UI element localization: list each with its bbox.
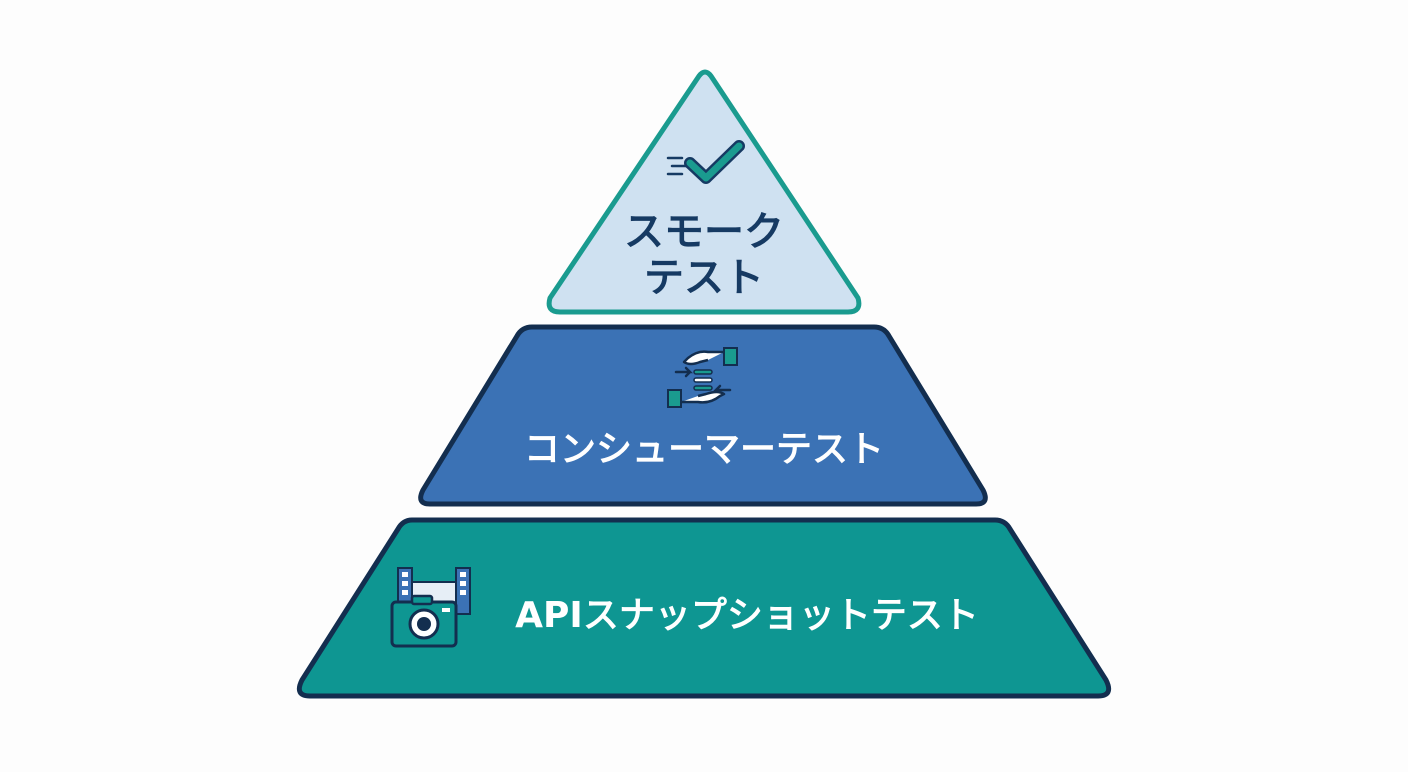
tier-bottom-label: APIスナップショットテスト bbox=[515, 595, 979, 636]
tier-top-label-line1: スモーク bbox=[624, 209, 784, 255]
pyramid-tier-middle: コンシューマーテスト bbox=[418, 324, 988, 507]
tier-top-label-line2: テスト bbox=[644, 255, 764, 301]
tier-middle-shape bbox=[418, 324, 988, 507]
tier-middle-label: コンシューマーテスト bbox=[524, 429, 884, 470]
camera-film-icon bbox=[390, 567, 471, 648]
pyramid-tier-top: スモーク テスト bbox=[546, 69, 862, 315]
tier-top-shape bbox=[546, 69, 862, 315]
tier-bottom-shape bbox=[296, 517, 1112, 699]
pyramid-tier-bottom: APIスナップショットテスト bbox=[296, 517, 1112, 699]
fast-check-icon bbox=[666, 140, 745, 184]
handshake-exchange-icon bbox=[667, 347, 738, 408]
